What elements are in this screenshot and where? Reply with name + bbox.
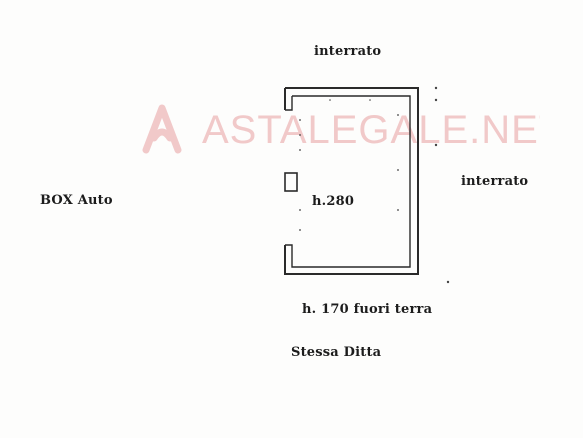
label-height-inside: h.280 [312,194,355,209]
watermark-text: ASTALEGALE.NET [202,108,540,152]
box-floor-plan [284,86,450,284]
door-opening [284,172,298,192]
label-box-auto: BOX Auto [40,193,113,208]
watermark: ASTALEGALE.NET [142,104,540,154]
label-interrato-right: interrato [461,174,529,189]
wall-jamb-bottom [285,244,300,268]
outer-wall [284,87,419,275]
dotted-marks [299,86,450,284]
label-height-outside: h. 170 fuori terra [302,302,433,317]
watermark-logo-icon [142,104,182,154]
wall-jamb-top [285,96,293,111]
inner-wall [292,95,411,268]
label-interrato-top: interrato [314,44,382,59]
label-stessa-ditta: Stessa Ditta [291,345,382,360]
